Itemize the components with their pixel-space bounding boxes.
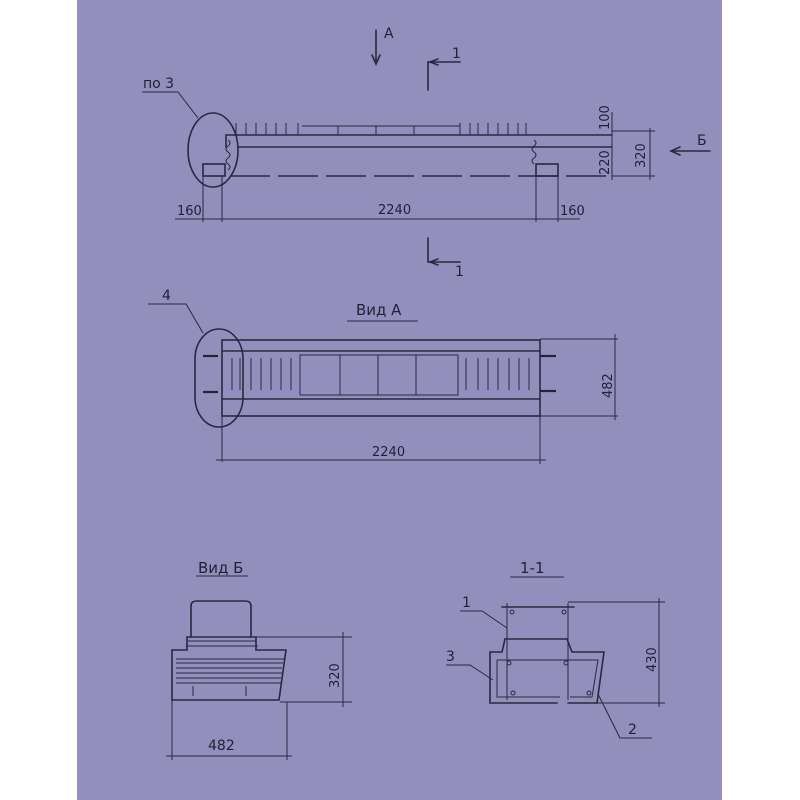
right-support [535,163,559,177]
stirrup-lines [231,358,530,390]
section-marker-bottom-icon [427,237,461,263]
section-callout-2: 2 [628,722,637,738]
dim-right-support: 160 [560,204,585,219]
dim-view-a-width: 482 [601,373,616,398]
view-b-title: Вид Б [198,559,243,577]
dim-top-layer: 100 [598,105,613,130]
section-callout-3: 3 [446,649,455,665]
dim-left-support: 160 [177,204,202,219]
dim-view-b-height: 320 [328,663,343,688]
dim-bottom-layer: 220 [598,150,613,175]
view-b-marker: Б [697,133,707,149]
left-support [202,163,226,177]
view-a-title: Вид А [356,301,402,319]
top-rebar-ticks [235,123,527,135]
section-title: 1-1 [520,559,545,577]
view-b: Вид Б 320 482 [166,559,352,760]
dim-total-height: 320 [634,143,649,168]
callout-pos3: по 3 [143,76,174,92]
section-marker-top: 1 [452,46,461,62]
section-1-1: 1-1 1 3 2 430 [446,559,665,739]
section-callout-1: 1 [462,595,471,611]
dim-length: 2240 [378,203,411,218]
view-a: Вид А [148,288,618,464]
detail-callout-4-oval [194,328,244,428]
elevation-view: А 1 1 Б [142,26,711,280]
section-marker-bottom: 1 [455,264,464,280]
dim-view-a-length: 2240 [372,445,405,460]
callout-4: 4 [162,288,171,304]
dim-view-b-width: 482 [208,738,235,754]
detail-callout-oval [187,112,239,188]
dim-section-height: 430 [645,647,660,672]
view-a-marker: А [384,26,394,42]
section-marker-top-icon [427,61,461,91]
